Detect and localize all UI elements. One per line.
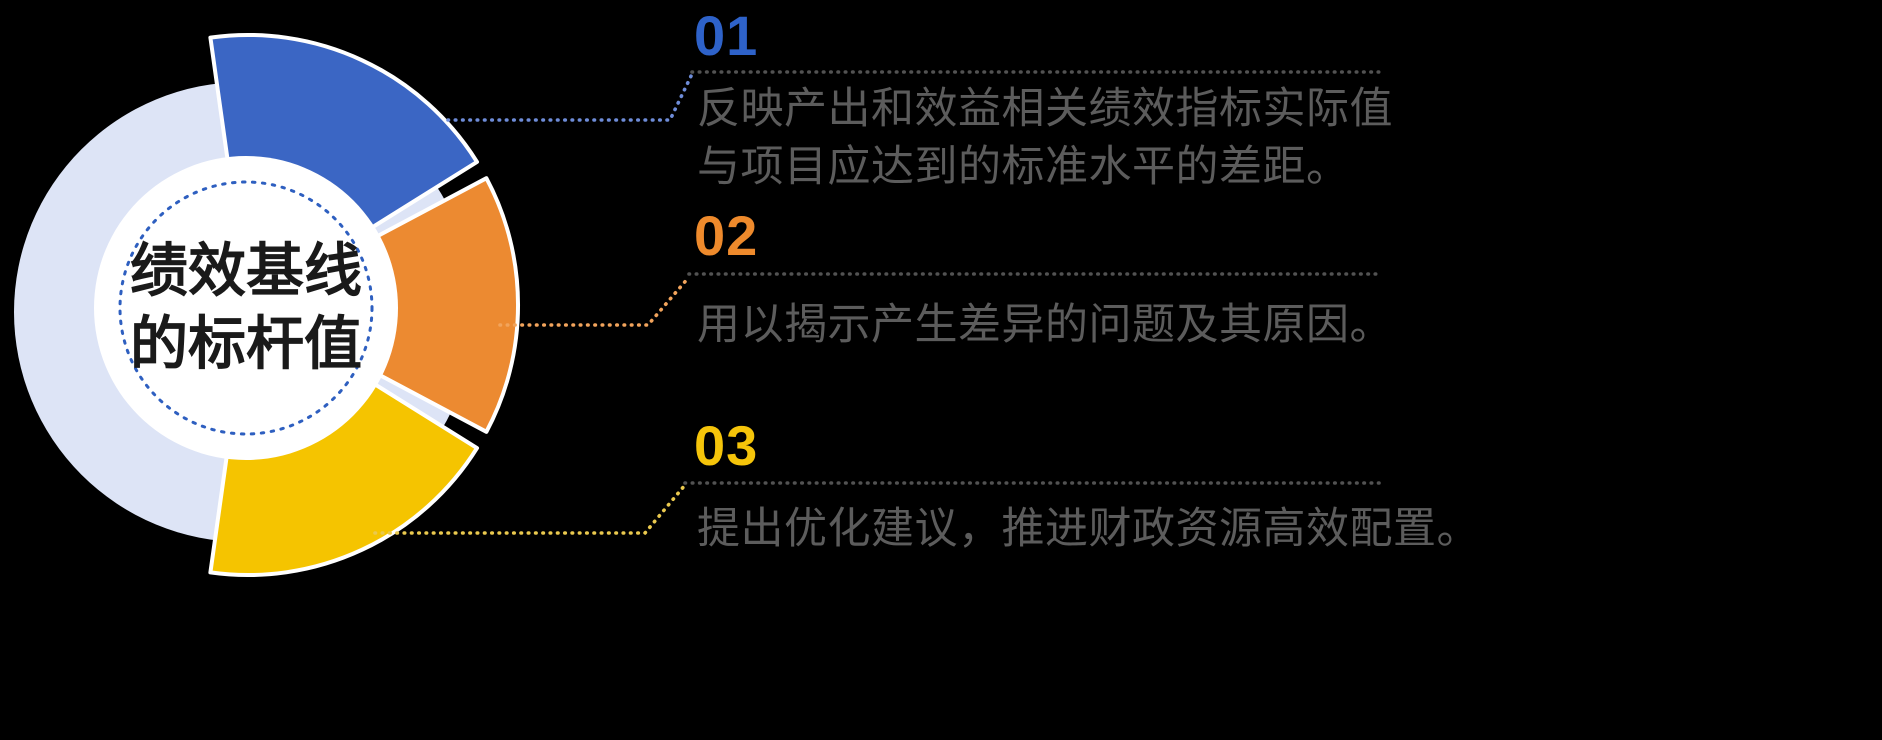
item-3-number: 03 <box>694 414 759 477</box>
center-title-line-2: 的标杆值 <box>129 311 363 376</box>
center-dotted-ring <box>118 180 374 436</box>
center-title-line-1: 绩效基线 <box>129 238 363 304</box>
connector-line-3 <box>373 483 687 535</box>
center-title: 绩效基线 的标杆值 <box>130 236 362 381</box>
center-white-circle <box>94 156 398 460</box>
item-2-number: 02 <box>694 204 759 267</box>
item-1-text: 反映产出和效益相关绩效指标实际值与项目应达到的标准水平的差距。 <box>697 85 1393 192</box>
connector-line-1 <box>446 72 694 122</box>
connector-line-2 <box>498 275 691 327</box>
item-2-text: 用以揭示产生差异的问题及其原因。 <box>697 301 1393 349</box>
item-3-text: 提出优化建议，推进财政资源高效配置。 <box>697 505 1480 553</box>
item-1-number: 01 <box>694 4 759 67</box>
